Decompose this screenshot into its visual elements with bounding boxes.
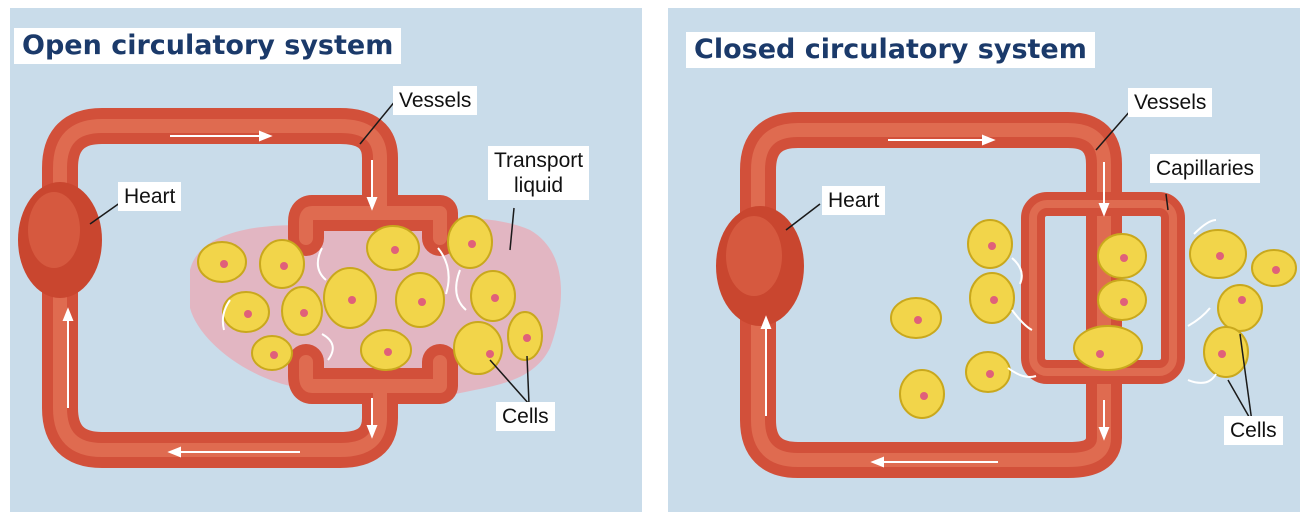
heart xyxy=(18,182,102,298)
capillaries-label: Capillaries xyxy=(1150,154,1260,183)
cell xyxy=(1204,327,1248,377)
closed-system-title: Closed circulatory system xyxy=(686,32,1095,68)
open-system-title: Open circulatory system xyxy=(14,28,401,64)
cell xyxy=(1074,326,1142,370)
cells-label: Cells xyxy=(496,402,555,431)
closed-circulatory-diagram xyxy=(668,8,1300,512)
open-circulatory-panel: Open circulatory system Vessels Heart Tr… xyxy=(10,8,642,512)
vessels-label: Vessels xyxy=(393,86,477,115)
cells-label: Cells xyxy=(1224,416,1283,445)
heart xyxy=(716,206,804,326)
closed-circulatory-panel: Closed circulatory system Vessels Capill… xyxy=(668,8,1300,512)
cell xyxy=(1218,285,1262,331)
open-circulatory-diagram xyxy=(10,8,642,512)
vessels-label: Vessels xyxy=(1128,88,1212,117)
heart-label: Heart xyxy=(118,182,181,211)
heart-label: Heart xyxy=(822,186,885,215)
transport-liquid-label: Transport liquid xyxy=(488,146,589,200)
